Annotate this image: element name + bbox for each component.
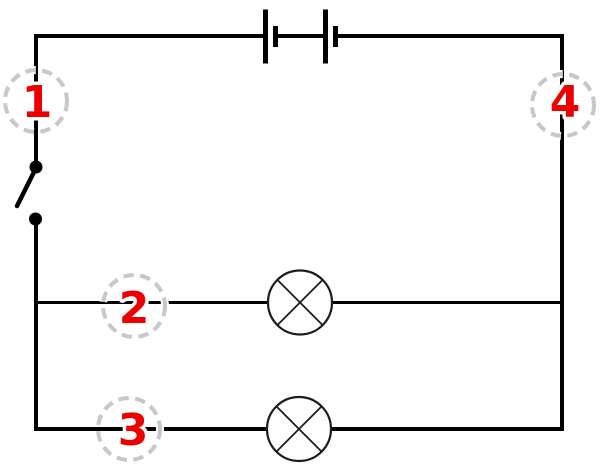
marker-number-label[interactable]: 4 bbox=[546, 74, 584, 132]
switch-blade bbox=[14, 165, 39, 209]
wire-left-and-bottom bbox=[34, 217, 267, 431]
lamp-cross-line bbox=[276, 279, 324, 326]
wire-right-loop bbox=[331, 34, 564, 431]
switch-contact-dot-bottom bbox=[29, 212, 42, 226]
lamp-icon-middle bbox=[266, 269, 334, 336]
lamp-cross-line bbox=[275, 405, 323, 453]
position-marker-2[interactable]: 2 bbox=[99, 271, 169, 341]
circuit-wires bbox=[34, 34, 564, 431]
marker-dashed-circle[interactable] bbox=[530, 72, 596, 138]
position-marker-4[interactable]: 4 bbox=[528, 70, 598, 140]
lamp-icon-bottom bbox=[265, 395, 333, 463]
marker-dashed-circle[interactable] bbox=[101, 273, 167, 339]
marker-number-label[interactable]: 3 bbox=[114, 402, 152, 460]
marker-dashed-circle[interactable] bbox=[3, 68, 69, 134]
position-marker-1[interactable]: 1 bbox=[1, 66, 71, 136]
marker-dashed-circle[interactable] bbox=[96, 396, 162, 462]
position-marker-3[interactable]: 3 bbox=[94, 394, 164, 464]
wire-top-left bbox=[34, 34, 266, 167]
marker-number-label[interactable]: 2 bbox=[115, 280, 153, 338]
battery-icon bbox=[263, 9, 338, 64]
switch-icon bbox=[14, 160, 43, 226]
marker-number-label[interactable]: 1 bbox=[18, 74, 56, 132]
